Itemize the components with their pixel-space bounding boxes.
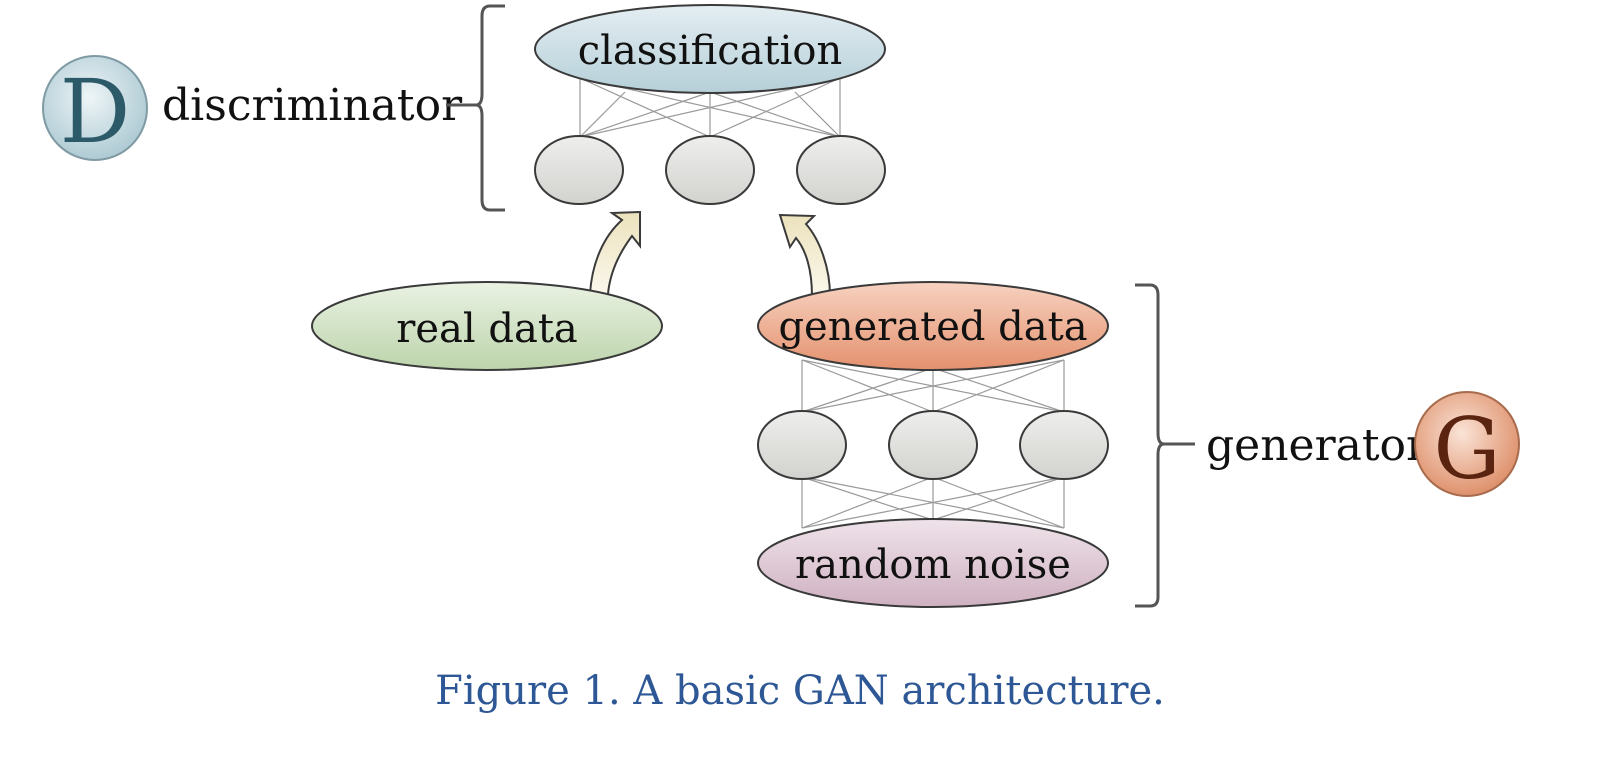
generator-hidden-node xyxy=(1019,410,1109,480)
discriminator-label: discriminator xyxy=(162,80,463,131)
random-noise-label: random noise xyxy=(795,542,1071,588)
real-data-node: real data xyxy=(311,281,663,371)
random-noise-node: random noise xyxy=(757,518,1109,608)
real-data-label: real data xyxy=(396,306,578,352)
generator-hidden-layer xyxy=(757,410,1109,480)
generated-data-arrow xyxy=(778,213,832,297)
discriminator-badge: D xyxy=(42,55,148,163)
classification-node: classification xyxy=(534,4,886,94)
generator-connections xyxy=(801,359,1065,529)
discriminator-hidden-node xyxy=(534,135,624,205)
generator-hidden-node xyxy=(757,410,847,480)
discriminator-badge-letter: D xyxy=(60,60,131,163)
generator-hidden-node xyxy=(888,410,978,480)
discriminator-connections xyxy=(579,77,841,138)
real-data-arrow xyxy=(588,210,641,295)
classification-label: classification xyxy=(578,28,843,74)
generator-badge-letter: G xyxy=(1433,400,1500,498)
generator-badge: G xyxy=(1414,391,1520,498)
generator-bracket xyxy=(1135,283,1165,608)
figure-caption: Figure 1. A basic GAN architecture. xyxy=(435,668,1165,714)
discriminator-hidden-node xyxy=(665,135,755,205)
generated-data-node: generated data xyxy=(757,281,1109,371)
generator-label: generator xyxy=(1206,420,1428,471)
discriminator-bracket xyxy=(475,4,505,212)
discriminator-hidden-node xyxy=(796,135,886,205)
discriminator-hidden-layer xyxy=(534,135,886,205)
generated-data-label: generated data xyxy=(778,304,1087,350)
